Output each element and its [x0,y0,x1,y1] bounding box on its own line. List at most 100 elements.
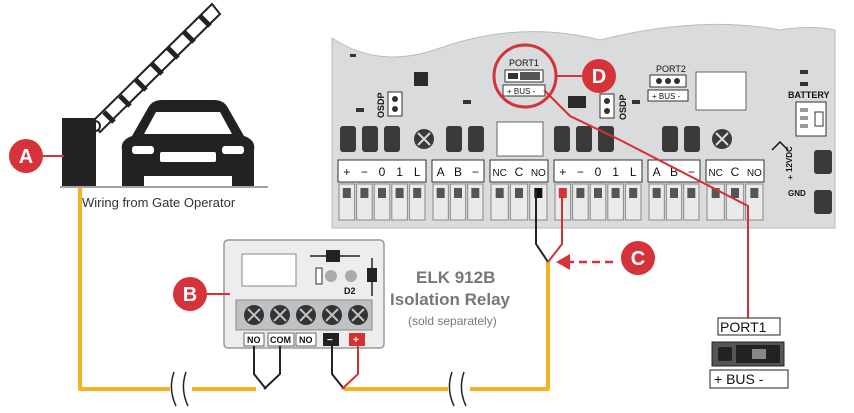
callout-a-label: A [19,146,33,168]
terminal-label: B [670,165,678,179]
terminal-group-header [489,159,549,183]
battery-label: BATTERY [788,90,830,100]
terminal-slot [454,188,462,198]
terminal-label: − [361,165,368,179]
terminal-slot [711,188,720,198]
callout-a: A [9,139,64,173]
terminal-label: L [630,165,637,179]
relay-name: ELK 912B [416,268,495,287]
terminal-slot [342,188,351,198]
power-gnd-label: GND [788,189,806,198]
terminal-slot [495,188,504,198]
terminal-slot [360,188,369,198]
terminal-connector [529,183,548,221]
terminal-label: 0 [379,165,386,179]
terminal-slot [750,188,759,198]
relay-note: (sold separately) [408,314,497,328]
terminal-connector [490,183,509,221]
terminal-slot [687,188,696,198]
terminal-label: 0 [595,165,602,179]
terminal-slot [515,188,523,198]
relay-screw-icon [244,305,264,325]
terminal-group: NC C NO [705,159,765,221]
terminal-slot [731,188,739,198]
terminal-group-header [337,159,427,183]
wire-break-icon [170,371,467,407]
callout-c-label: C [631,248,645,270]
terminal-slot [395,188,404,198]
terminal-connector [725,183,745,221]
port1-board-bus-label: + BUS - [507,87,536,96]
terminal-label: A [437,165,445,179]
terminal-slot [576,188,585,198]
relay-terminal-no: NO [247,335,261,345]
terminal-label: NC [708,168,722,179]
terminal-group-header [431,159,485,183]
terminal-slot [471,188,480,198]
terminal-label: 1 [612,165,619,179]
terminal-label: + [559,165,566,179]
gate-caption: Wiring from Gate Operator [82,195,236,210]
terminal-connector [509,183,529,221]
port1-board-label: PORT1 [509,58,539,68]
terminal-label: 1 [396,165,403,179]
relay-terminal-minus: − [327,335,333,346]
control-board: OSDP OSDP PORT2 + BUS - PORT1 + BUS - BA… [331,23,836,229]
terminal-slot [611,188,620,198]
port1-zoom: PORT1 + BUS - [709,317,789,389]
port1-zoom-label: PORT1 [720,319,767,335]
terminal-slot [413,188,422,198]
port1-lead-wire [543,89,749,318]
terminal-slot [652,188,661,198]
yellow-wire [78,188,550,391]
terminal-slot [378,188,386,198]
terminal-label: NO [531,168,546,179]
terminal-label: + [343,165,350,179]
callout-c: C [556,241,655,275]
board-screw-icon [414,129,434,149]
relay-screw-terminals [244,305,368,325]
terminal-label: − [472,165,479,179]
terminal-slot [670,188,678,198]
car-icon [121,100,255,186]
relay-screw-icon [296,305,316,325]
port1-zoom-bus: + BUS - [714,371,764,387]
terminal-label: C [515,165,524,179]
terminal-slot [534,188,543,198]
relay-screw-icon [270,305,290,325]
terminal-label: − [577,165,584,179]
terminal-slot [436,188,445,198]
terminal-label: − [688,165,695,179]
callout-d-label: D [592,66,606,88]
terminal-group-header [553,159,643,183]
isolation-relay: D2 NO COM NO − + [223,239,385,349]
port2-bus-label: + BUS - [652,92,681,101]
callout-d: D [492,43,616,109]
port2-label: PORT2 [656,64,686,74]
terminal-label: NO [747,168,762,179]
relay-terminal-com: COM [270,335,291,345]
terminal-group-header [647,159,701,183]
board-relay-wires [535,190,563,263]
power-label: 12VDC [785,146,794,172]
terminal-slot [629,188,638,198]
terminal-label: A [653,165,661,179]
board-screw-icon [712,129,732,149]
relay-subtitle: Isolation Relay [390,290,511,309]
callout-b: B [173,277,230,311]
terminal-label: C [731,165,740,179]
relay-screw-icon [322,305,342,325]
terminal-label: L [414,165,421,179]
terminal-group-header [705,159,765,183]
terminal-slot [594,188,602,198]
relay-terminal-plus: + [353,335,359,346]
relay-diode-label: D2 [344,286,356,296]
callout-b-label: B [183,284,197,306]
power-plus-label: + [788,173,793,182]
